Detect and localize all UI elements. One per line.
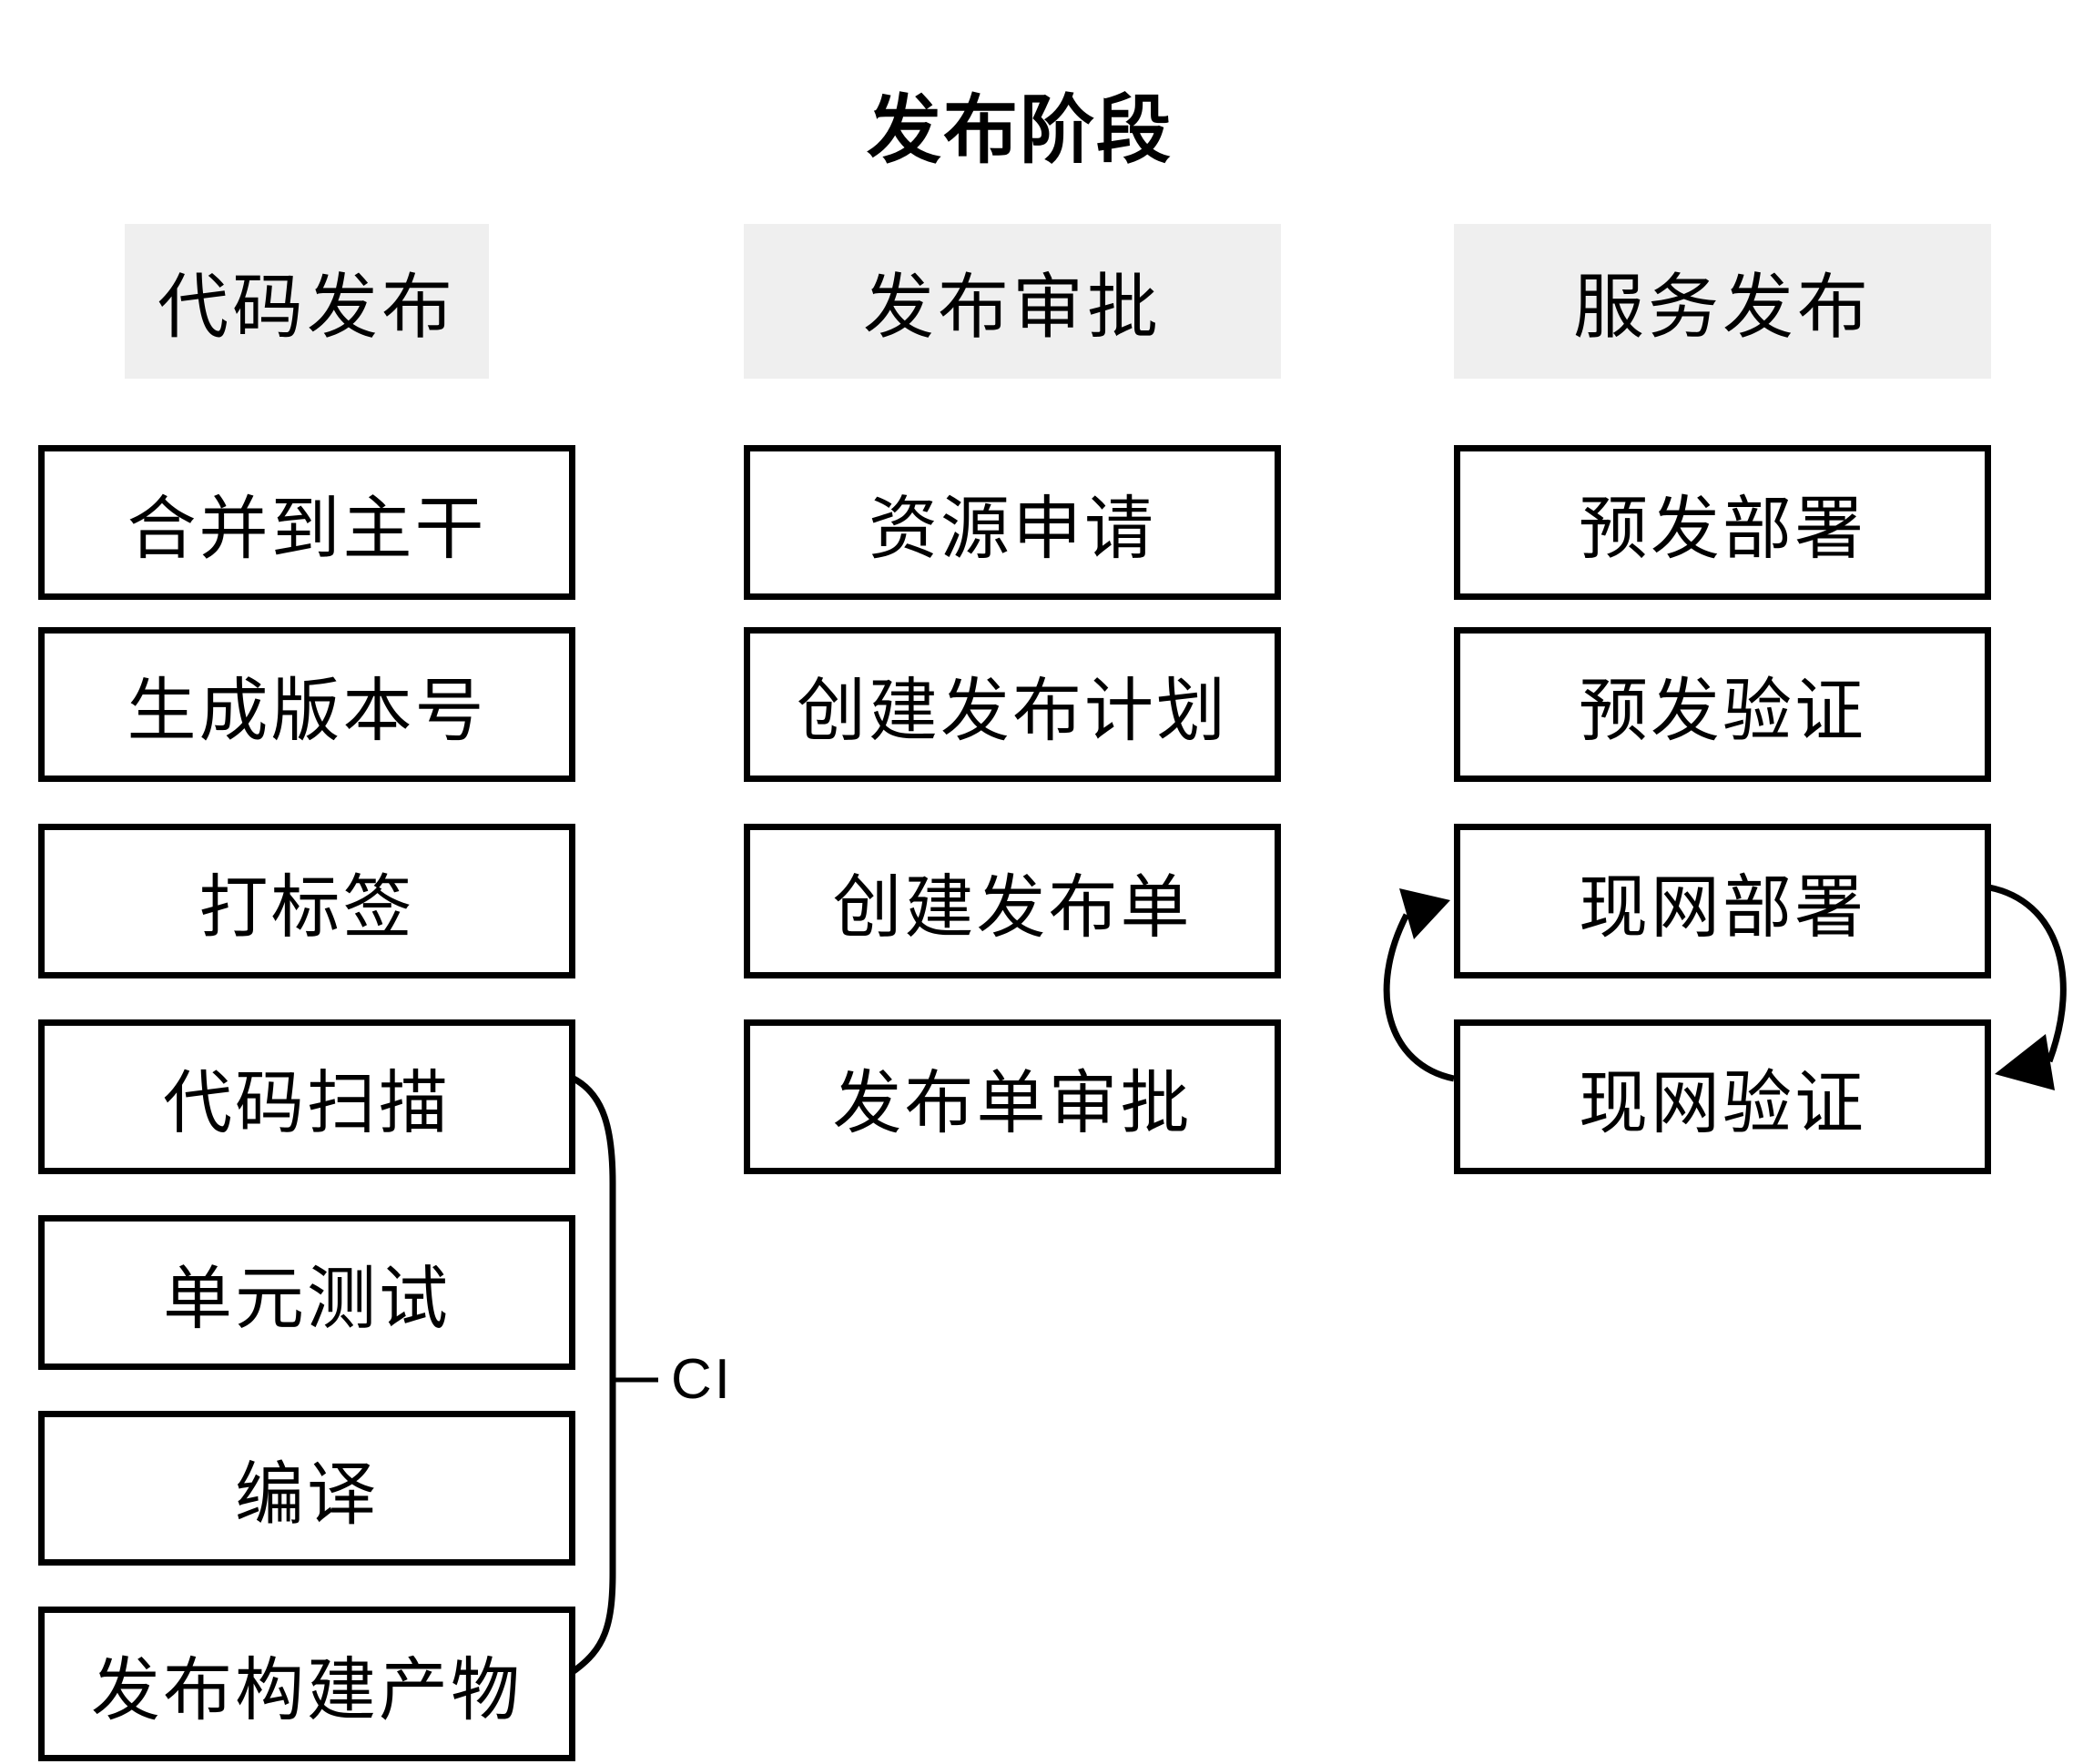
ci-bracket bbox=[571, 1075, 616, 1674]
column-header-code-release: 代码发布 bbox=[125, 224, 489, 379]
step-box-tag: 打标签 bbox=[38, 824, 575, 978]
step-box-staging-verify: 预发验证 bbox=[1454, 627, 1991, 782]
step-box-generate-version-number: 生成版本号 bbox=[38, 627, 575, 782]
ci-label: CI bbox=[671, 1348, 733, 1411]
arrowhead-into-production-deploy-icon bbox=[1399, 888, 1450, 939]
step-box-production-deploy: 现网部署 bbox=[1454, 824, 1991, 978]
step-box-create-release-ticket: 创建发布单 bbox=[744, 824, 1281, 978]
step-box-staging-deploy: 预发部署 bbox=[1454, 445, 1991, 600]
step-box-code-scan: 代码扫描 bbox=[38, 1019, 575, 1174]
step-box-merge-to-trunk: 合并到主干 bbox=[38, 445, 575, 600]
step-box-resource-request: 资源申请 bbox=[744, 445, 1281, 600]
step-box-unit-test: 单元测试 bbox=[38, 1215, 575, 1370]
diagram-title: 发布阶段 bbox=[866, 89, 1173, 172]
loop-arrow-deploy-to-verify bbox=[1988, 884, 2067, 1063]
step-box-release-ticket-approval: 发布单审批 bbox=[744, 1019, 1281, 1174]
column-header-release-approval: 发布审批 bbox=[744, 224, 1281, 379]
step-box-compile: 编译 bbox=[38, 1411, 575, 1566]
loop-arrow-verify-to-deploy bbox=[1383, 913, 1455, 1082]
step-box-production-verify: 现网验证 bbox=[1454, 1019, 1991, 1174]
step-box-create-release-plan: 创建发布计划 bbox=[744, 627, 1281, 782]
column-header-service-release: 服务发布 bbox=[1454, 224, 1991, 379]
arrowhead-into-production-verify-icon bbox=[1995, 1034, 2055, 1090]
step-box-publish-build-artifact: 发布构建产物 bbox=[38, 1607, 575, 1761]
